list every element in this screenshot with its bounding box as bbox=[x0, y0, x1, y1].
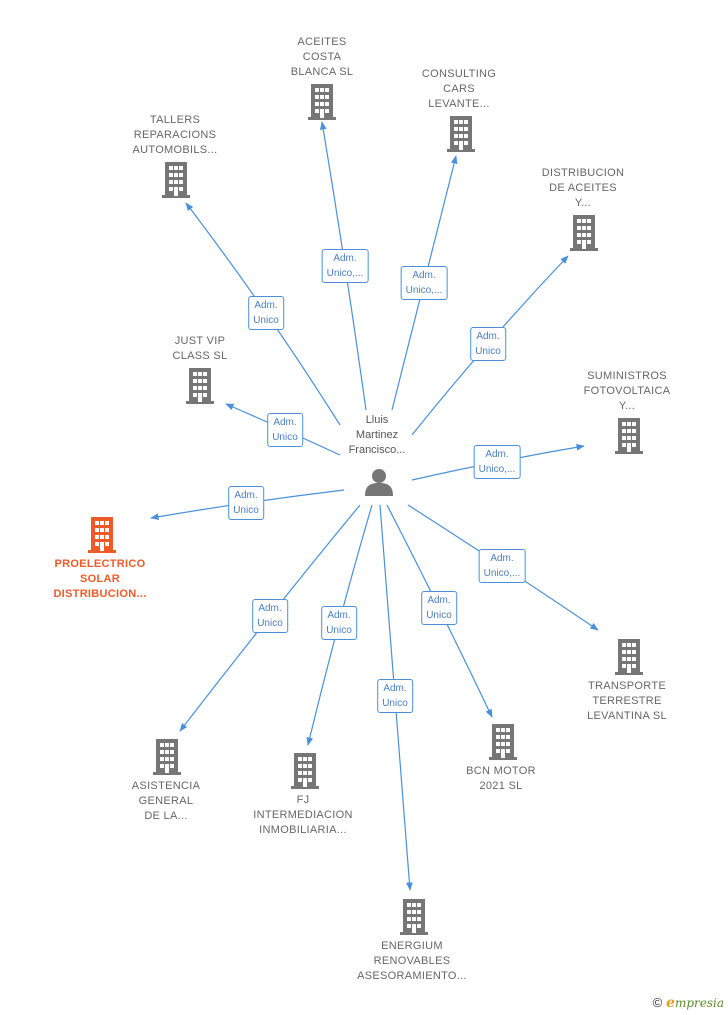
edge-label-distribucion[interactable]: Adm. Unico bbox=[470, 327, 506, 361]
building-icon[interactable] bbox=[489, 724, 517, 760]
edge-label-aceites[interactable]: Adm. Unico,... bbox=[321, 249, 369, 283]
brand-footer: © empresia bbox=[653, 995, 724, 1011]
company-node-consulting[interactable]: CONSULTING CARS LEVANTE... bbox=[379, 67, 539, 112]
building-icon[interactable] bbox=[291, 753, 319, 789]
company-node-transporte[interactable]: TRANSPORTE TERRESTRE LEVANTINA SL bbox=[547, 679, 707, 724]
company-node-bcn[interactable]: BCN MOTOR 2021 SL bbox=[421, 764, 581, 794]
edge-label-fj[interactable]: Adm. Unico bbox=[321, 606, 357, 640]
edge-label-transporte[interactable]: Adm. Unico,... bbox=[478, 549, 526, 583]
company-node-distribucion[interactable]: DISTRIBUCION DE ACEITES Y... bbox=[503, 166, 663, 211]
building-icon[interactable] bbox=[162, 162, 190, 198]
building-icon[interactable] bbox=[308, 84, 336, 120]
center-person-label[interactable]: Lluis Martinez Francisco... bbox=[348, 414, 406, 456]
building-icon[interactable] bbox=[570, 215, 598, 251]
company-label[interactable]: TRANSPORTE TERRESTRE LEVANTINA SL bbox=[587, 680, 667, 722]
company-label[interactable]: TALLERS REPARACIONS AUTOMOBILS... bbox=[132, 114, 218, 156]
building-icon[interactable] bbox=[153, 739, 181, 775]
brand-name: mpresia bbox=[674, 996, 724, 1010]
company-label[interactable]: ENERGIUM RENOVABLES ASESORAMIENTO... bbox=[357, 940, 467, 982]
company-node-suministros[interactable]: SUMINISTROS FOTOVOLTAICA Y... bbox=[547, 369, 707, 414]
company-label[interactable]: PROELECTRICO SOLAR DISTRIBUCION... bbox=[53, 558, 147, 600]
building-icon[interactable] bbox=[615, 639, 643, 675]
edge-label-consulting[interactable]: Adm. Unico,... bbox=[400, 266, 448, 300]
company-node-justvip[interactable]: JUST VIP CLASS SL bbox=[120, 334, 280, 364]
edge-label-asistencia[interactable]: Adm. Unico bbox=[252, 599, 288, 633]
edge-label-proelectrico[interactable]: Adm. Unico bbox=[228, 486, 264, 520]
company-label[interactable]: CONSULTING CARS LEVANTE... bbox=[421, 68, 497, 110]
person-icon[interactable] bbox=[365, 469, 393, 496]
company-node-proelectrico[interactable]: PROELECTRICO SOLAR DISTRIBUCION... bbox=[20, 557, 180, 602]
company-label[interactable]: JUST VIP CLASS SL bbox=[172, 335, 228, 362]
edge-label-justvip[interactable]: Adm. Unico bbox=[267, 413, 303, 447]
building-icon[interactable] bbox=[88, 517, 116, 553]
building-icon[interactable] bbox=[400, 899, 428, 935]
company-node-aceites[interactable]: ACEITES COSTA BLANCA SL bbox=[242, 35, 402, 80]
building-icon[interactable] bbox=[447, 116, 475, 152]
company-node-energium[interactable]: ENERGIUM RENOVABLES ASESORAMIENTO... bbox=[332, 939, 492, 984]
company-node-asistencia[interactable]: ASISTENCIA GENERAL DE LA... bbox=[86, 779, 246, 824]
copyright-symbol: © bbox=[652, 995, 663, 1010]
company-label[interactable]: ASISTENCIA GENERAL DE LA... bbox=[131, 780, 201, 822]
edge-label-suministros[interactable]: Adm. Unico,... bbox=[473, 445, 521, 479]
building-icon[interactable] bbox=[615, 418, 643, 454]
company-label[interactable]: ACEITES COSTA BLANCA SL bbox=[290, 36, 354, 78]
brand-initial: e bbox=[666, 995, 675, 1011]
company-node-fj[interactable]: FJ INTERMEDIACION INMOBILIARIA... bbox=[223, 793, 383, 838]
edge-label-talleres[interactable]: Adm. Unico bbox=[248, 296, 284, 330]
company-label[interactable]: DISTRIBUCION DE ACEITES Y... bbox=[541, 167, 625, 209]
company-node-talleres[interactable]: TALLERS REPARACIONS AUTOMOBILS... bbox=[95, 113, 255, 158]
building-icon[interactable] bbox=[186, 368, 214, 404]
company-label[interactable]: BCN MOTOR 2021 SL bbox=[466, 765, 536, 792]
edge-label-energium[interactable]: Adm. Unico bbox=[377, 679, 413, 713]
company-label[interactable]: FJ INTERMEDIACION INMOBILIARIA... bbox=[253, 794, 353, 836]
company-label[interactable]: SUMINISTROS FOTOVOLTAICA Y... bbox=[583, 370, 671, 412]
edge-label-bcn[interactable]: Adm. Unico bbox=[421, 591, 457, 625]
